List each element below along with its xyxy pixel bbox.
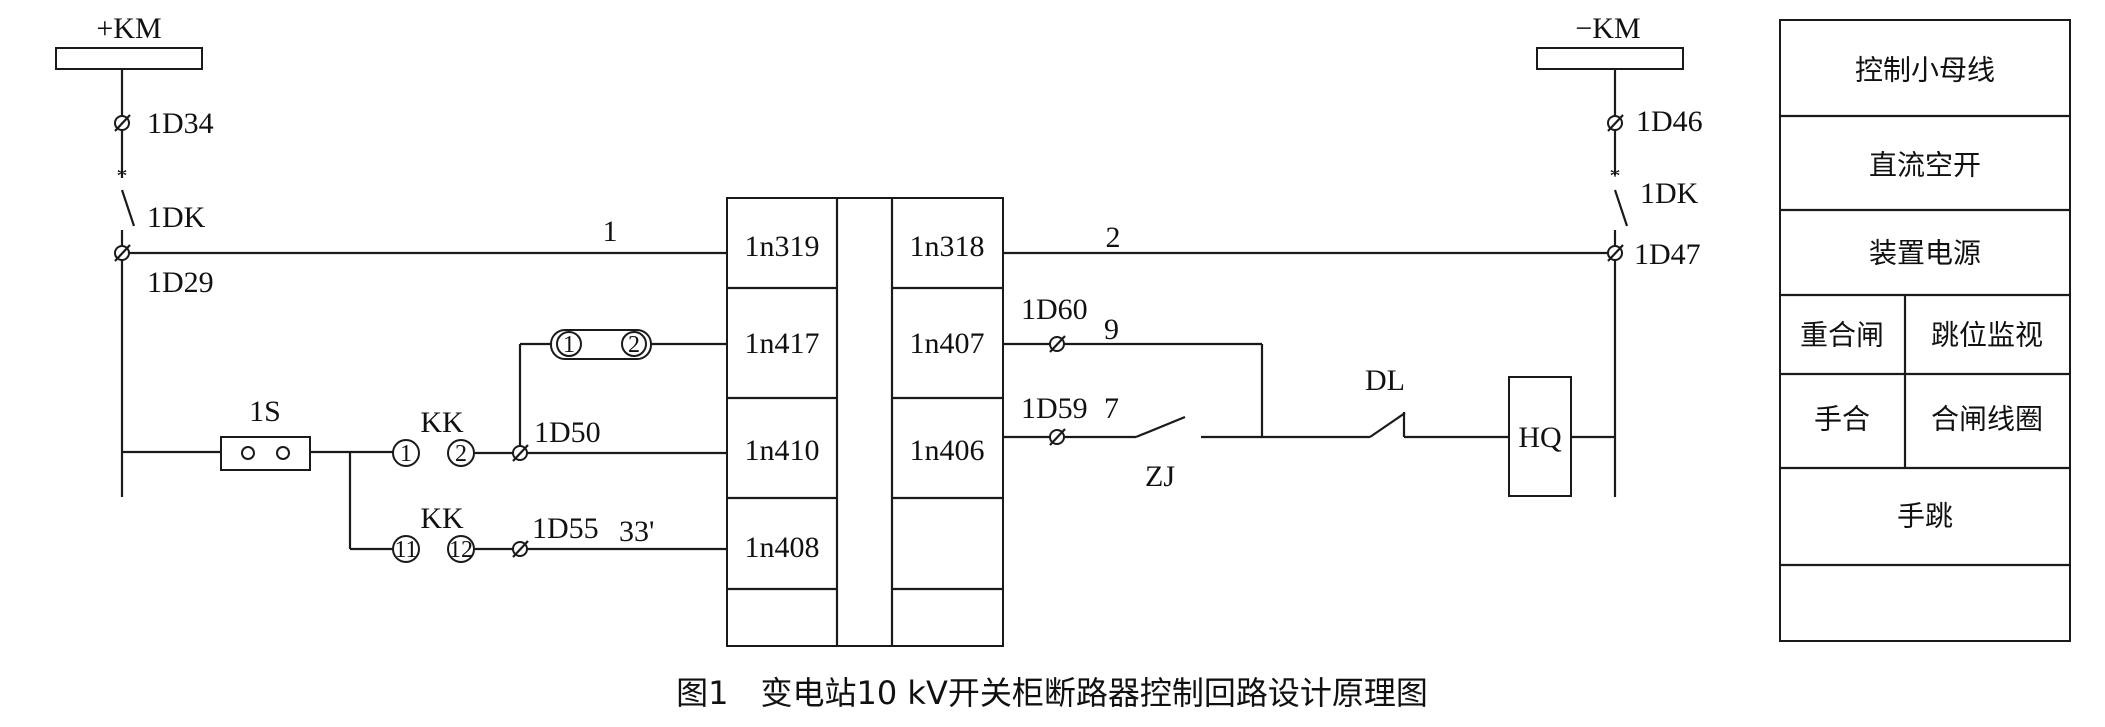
terminal-1d34: 1D34	[114, 107, 214, 140]
pin-1n410: 1n410	[745, 434, 820, 467]
figure-caption: 图1 变电站10 kV开关柜断路器控制回路设计原理图	[676, 674, 1428, 712]
svg-text:1: 1	[563, 332, 575, 358]
device-terminal-block: 1n319 1n417 1n410 1n408 1n318 1n407 1n40…	[726, 197, 1004, 647]
negative-bus: −KM	[1536, 12, 1684, 70]
terminal-1d46-label: 1D46	[1636, 105, 1703, 138]
wire-number-33: 33'	[619, 515, 654, 548]
legend-reclose: 重合闸	[1800, 319, 1884, 352]
pin-1n319: 1n319	[745, 230, 820, 263]
pin-1n408: 1n408	[745, 531, 820, 564]
wire-number-7: 7	[1104, 392, 1119, 425]
relay-contact-zj: ZJ	[1135, 415, 1186, 493]
pin-1n407: 1n407	[910, 327, 985, 360]
kk-top-label: KK	[420, 406, 464, 439]
fuse-1s: 1S	[220, 395, 311, 471]
kk-contact-1-2: KK 1 2	[392, 406, 475, 467]
contact-12: 12	[449, 537, 473, 563]
breaker-1dk-right-label: 1DK	[1640, 177, 1699, 210]
negative-bus-label: −KM	[1575, 12, 1640, 45]
pin-1n417: 1n417	[745, 327, 820, 360]
breaker-1dk-left-label: 1DK	[147, 201, 206, 234]
legend-device-power: 装置电源	[1869, 237, 1981, 270]
legend-control-bus: 控制小母线	[1855, 54, 1995, 87]
svg-text:*: *	[1610, 163, 1621, 188]
relay-zj-label: ZJ	[1145, 460, 1175, 493]
wire-number-9: 9	[1104, 313, 1119, 346]
positive-bus: +KM	[55, 12, 203, 70]
terminal-1d50-label: 1D50	[534, 416, 601, 449]
terminal-1d46: 1D46	[1607, 105, 1703, 138]
terminal-1d59: 1D59	[1021, 392, 1088, 446]
kk-bottom-label: KK	[420, 502, 464, 535]
contact-pair-1-2: 1 2	[550, 329, 652, 360]
kk-contact-11-12: KK 11 12	[392, 502, 475, 563]
wire-number-2: 2	[1106, 221, 1121, 254]
legend-closing-coil: 合闸线圈	[1931, 403, 2043, 436]
terminal-1d29-label: 1D29	[147, 266, 214, 299]
contact-1: 1	[400, 441, 412, 467]
breaker-contact-dl: DL	[1365, 364, 1406, 438]
legend-trip-position-monitor: 跳位监视	[1931, 319, 2043, 352]
pin-1n318: 1n318	[910, 230, 985, 263]
terminal-1d60-label: 1D60	[1021, 293, 1088, 326]
svg-text:*: *	[117, 163, 128, 188]
closing-coil-hq: HQ	[1508, 376, 1572, 497]
fuse-1s-label: 1S	[249, 395, 281, 428]
positive-bus-label: +KM	[96, 12, 161, 45]
legend-dc-breaker: 直流空开	[1869, 149, 1981, 182]
contact-11: 11	[394, 537, 417, 563]
legend-manual-trip: 手跳	[1897, 500, 1953, 533]
terminal-1d50: 1D50	[512, 416, 601, 462]
breaker-dl-label: DL	[1365, 364, 1405, 397]
terminal-1d47: 1D47	[1607, 238, 1701, 271]
legend-table: 控制小母线 直流空开 装置电源 重合闸 跳位监视 手合 合闸线圈 手跳	[1779, 19, 2071, 642]
contact-2: 2	[455, 441, 467, 467]
terminal-1d55: 1D55	[512, 512, 599, 558]
coil-hq-label: HQ	[1518, 421, 1562, 454]
terminal-1d47-label: 1D47	[1634, 238, 1701, 271]
svg-text:2: 2	[628, 332, 640, 358]
terminal-1d55-label: 1D55	[532, 512, 599, 545]
breaker-1dk-right: * 1DK	[1610, 163, 1699, 227]
terminal-1d34-label: 1D34	[147, 107, 214, 140]
terminal-1d29: 1D29	[114, 244, 214, 299]
pin-1n406: 1n406	[910, 434, 985, 467]
legend-manual-close: 手合	[1814, 403, 1870, 436]
terminal-1d59-label: 1D59	[1021, 392, 1088, 425]
wire-number-1: 1	[603, 215, 618, 248]
breaker-1dk-left: * 1DK	[117, 163, 206, 234]
